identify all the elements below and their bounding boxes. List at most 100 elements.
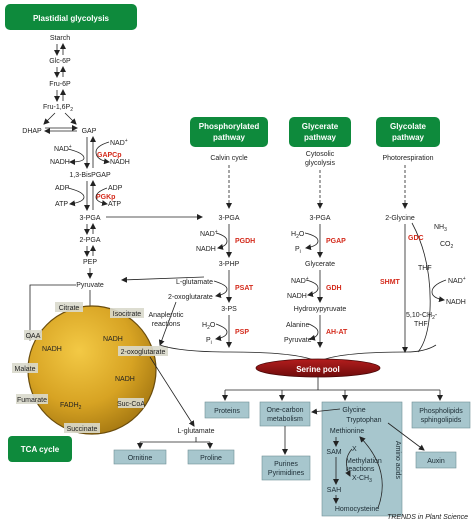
methionine-label: Methionine: [330, 428, 364, 435]
psp-enzyme: PSP: [235, 329, 249, 336]
glyc-title-2: pathway: [304, 133, 337, 142]
cyto-2: glycolysis: [305, 160, 335, 167]
phos-nadh: NADH: [196, 246, 216, 253]
ahat-enzyme: AH-AT: [326, 329, 348, 336]
oaa-box: OAA: [24, 330, 42, 340]
tca-nadh-3: NADH: [115, 376, 135, 383]
cyto-1: Cytosolic: [306, 151, 335, 158]
svg-text:Ornitine: Ornitine: [128, 455, 153, 462]
phos-h2o: H2O: [202, 322, 216, 331]
calvin-label: Calvin cycle: [210, 155, 247, 162]
phos-nad: NAD+: [200, 229, 218, 238]
glyco-nadh: NADH: [446, 299, 466, 306]
glyc-nadh: NADH: [287, 293, 307, 300]
svg-text:Proline: Proline: [200, 455, 222, 462]
pga3-label: 3-PGA: [79, 215, 100, 222]
isocitrate-box: Isocitrate: [110, 308, 144, 318]
psat-enzyme: PSAT: [235, 285, 254, 292]
svg-text:Purines: Purines: [274, 461, 298, 468]
co2-label: CO2: [440, 241, 454, 250]
methylation-1: Methylation: [346, 458, 382, 465]
svg-text:Malate: Malate: [14, 366, 35, 373]
glyco-title-2: pathway: [392, 133, 425, 142]
svg-text:Fumarate: Fumarate: [17, 397, 47, 404]
svg-text:Suc-CoA: Suc-CoA: [117, 401, 145, 408]
phos-pi: Pi: [206, 337, 212, 346]
nadh-right: NADH: [110, 159, 130, 166]
glc6p-label: Glc-6P: [49, 58, 71, 65]
thf-label: THF: [418, 265, 432, 272]
glyc-title-1: Glycerate: [302, 122, 339, 131]
proline-box: Proline: [187, 449, 235, 465]
fadh-label: FADH2: [60, 402, 82, 411]
starch-label: Starch: [50, 35, 70, 42]
thf2-label: THF: [414, 321, 428, 328]
glycolysis-column: Starch Glc-6P Fru-6P Fru-1,6P2 DHAP GAP …: [22, 35, 203, 341]
svg-text:Pyrimidines: Pyrimidines: [268, 470, 305, 477]
glyc-pyruvate: Pyruvate: [284, 337, 312, 344]
glycerate-column: Cytosolic glycolysis 3-PGA H2O Pi PGAP G…: [284, 151, 348, 348]
adp-right: ADP: [108, 185, 123, 192]
atp-left: ATP: [55, 201, 68, 208]
svg-text:One-carbon: One-carbon: [267, 407, 304, 414]
tca-disc: [27, 305, 157, 435]
tryptophan-label: Tryptophan: [346, 417, 381, 424]
tca-label: TCA cycle: [8, 436, 72, 462]
gap-label: GAP: [82, 128, 97, 135]
adp-left: ADP: [55, 185, 70, 192]
citrate-box: Citrate: [55, 302, 83, 312]
plastidial-header: Plastidial glycolysis: [5, 4, 137, 30]
lglut-label: L-glutamate: [176, 279, 213, 286]
tca-cycle: Citrate Isocitrate OAA NADH NADH 2-oxogl…: [12, 302, 168, 435]
svg-text:sphingolipids: sphingolipids: [421, 417, 462, 424]
photoresp-label: Photorespiration: [383, 155, 434, 162]
svg-text:Auxin: Auxin: [427, 458, 445, 465]
phosphorylated-column: Calvin cycle 3-PGA NAD+ NADH PGDH 3-PHP …: [121, 155, 255, 348]
pga2-label: 2-PGA: [79, 237, 100, 244]
pgkp-enzyme: PGKp: [96, 194, 115, 201]
pgdh-enzyme: PGDH: [235, 238, 255, 245]
gdh-enzyme: GDH: [326, 285, 342, 292]
fru6p-label: Fru-6P: [49, 81, 71, 88]
x-label: X: [352, 446, 357, 453]
frubp-label: Fru-1,6P2: [43, 104, 73, 113]
phos-title-1: Phosphorylated: [199, 122, 260, 131]
pep-label: PEP: [83, 259, 97, 266]
glycerate-header: Glycerate pathway: [289, 117, 351, 147]
gdc-enzyme: GDC: [408, 235, 424, 242]
serine-title: Serine pool: [296, 365, 340, 374]
svg-text:2-oxoglutarate: 2-oxoglutarate: [121, 349, 166, 356]
tca-title: TCA cycle: [21, 445, 60, 454]
svg-text:Citrate: Citrate: [59, 305, 80, 312]
bispga-label: 1,3-BisPGAP: [69, 172, 111, 179]
svg-text:Isocitrate: Isocitrate: [113, 311, 142, 318]
methylation-2: reactions: [346, 466, 375, 473]
plastidial-title: Plastidial glycolysis: [33, 14, 110, 23]
pyruvate-label: Pyruvate: [76, 282, 104, 289]
dhap-label: DHAP: [22, 128, 42, 135]
onecarbon-box: One-carbon metabolism: [259, 401, 311, 427]
sah-label: SAH: [327, 487, 341, 494]
glyc-h2o: H2O: [291, 231, 305, 240]
nadh-left: NADH: [50, 159, 70, 166]
proteins-box: Proteins: [204, 401, 250, 419]
lglutamate-prod: L-glutamate: [178, 428, 215, 435]
oxo-box: 2-oxoglutarate: [118, 346, 168, 356]
oxo-label: 2-oxoglutarate: [168, 294, 213, 301]
shmt-enzyme: SHMT: [380, 279, 401, 286]
tca-nadh-2: NADH: [103, 336, 123, 343]
svg-text:OAA: OAA: [26, 333, 41, 340]
auxin-box: Auxin: [415, 451, 457, 469]
svg-text:Phospholipids: Phospholipids: [419, 408, 463, 415]
fumarate-box: Fumarate: [16, 394, 48, 404]
phos-pga3: 3-PGA: [218, 215, 239, 222]
pgap-enzyme: PGAP: [326, 238, 346, 245]
atp-right: ATP: [108, 201, 121, 208]
glycine-prod: Glycine: [342, 407, 365, 414]
svg-text:Succinate: Succinate: [67, 426, 98, 433]
purines-box: Purines Pyrimidines: [261, 455, 311, 481]
nad-left: NAD+: [54, 144, 72, 153]
phosphorylated-header: Phosphorylated pathway: [190, 117, 268, 147]
